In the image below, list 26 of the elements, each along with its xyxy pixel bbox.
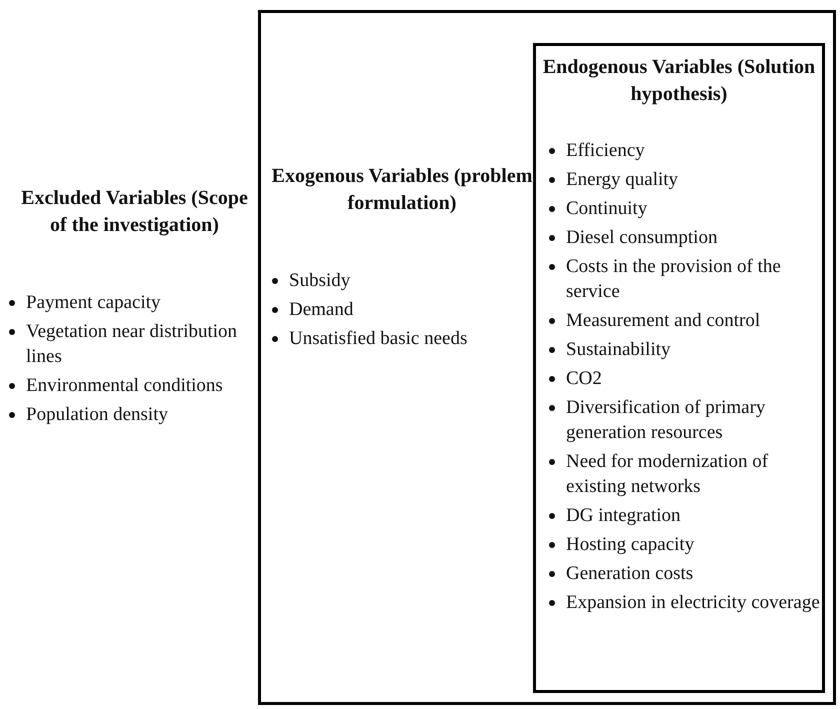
list-item: Sustainability — [566, 339, 670, 360]
list-item: Demand — [289, 299, 354, 320]
list-item: Continuity — [566, 198, 648, 219]
list-item: Measurement and control — [566, 310, 760, 331]
inner-frame — [533, 43, 825, 693]
list-item: Diversification of primary generation resources — [566, 397, 766, 443]
list-item: Payment capacity — [26, 292, 161, 313]
list-item: Efficiency — [566, 140, 645, 161]
outer-frame — [258, 10, 836, 705]
list-item: DG integration — [566, 505, 681, 526]
list-item: Diesel consumption — [566, 227, 718, 248]
list-item: Generation costs — [566, 563, 694, 584]
list-item: Expansion in electricity coverage — [566, 592, 820, 613]
column-heading: Excluded Variables (Scope of the investigation) — [20, 186, 249, 238]
list-item: CO2 — [566, 368, 602, 389]
list-item: Subsidy — [289, 270, 350, 291]
list-item: Unsatisfied basic needs — [289, 328, 468, 349]
list-item: Costs in the provision of the service — [566, 256, 781, 302]
list-item: Population density — [26, 404, 168, 425]
list-item: Environmental conditions — [26, 375, 223, 396]
list-item: Need for modernization of existing networks — [566, 451, 768, 497]
list-item: Energy quality — [566, 169, 678, 190]
list-item: Vegetation near distribution lines — [26, 321, 238, 367]
column-heading: Endogenous Variables (Solution hypothesis) — [542, 55, 816, 107]
column-heading: Exogenous Variables (problem formulation) — [270, 164, 534, 216]
list-item: Hosting capacity — [566, 534, 694, 555]
